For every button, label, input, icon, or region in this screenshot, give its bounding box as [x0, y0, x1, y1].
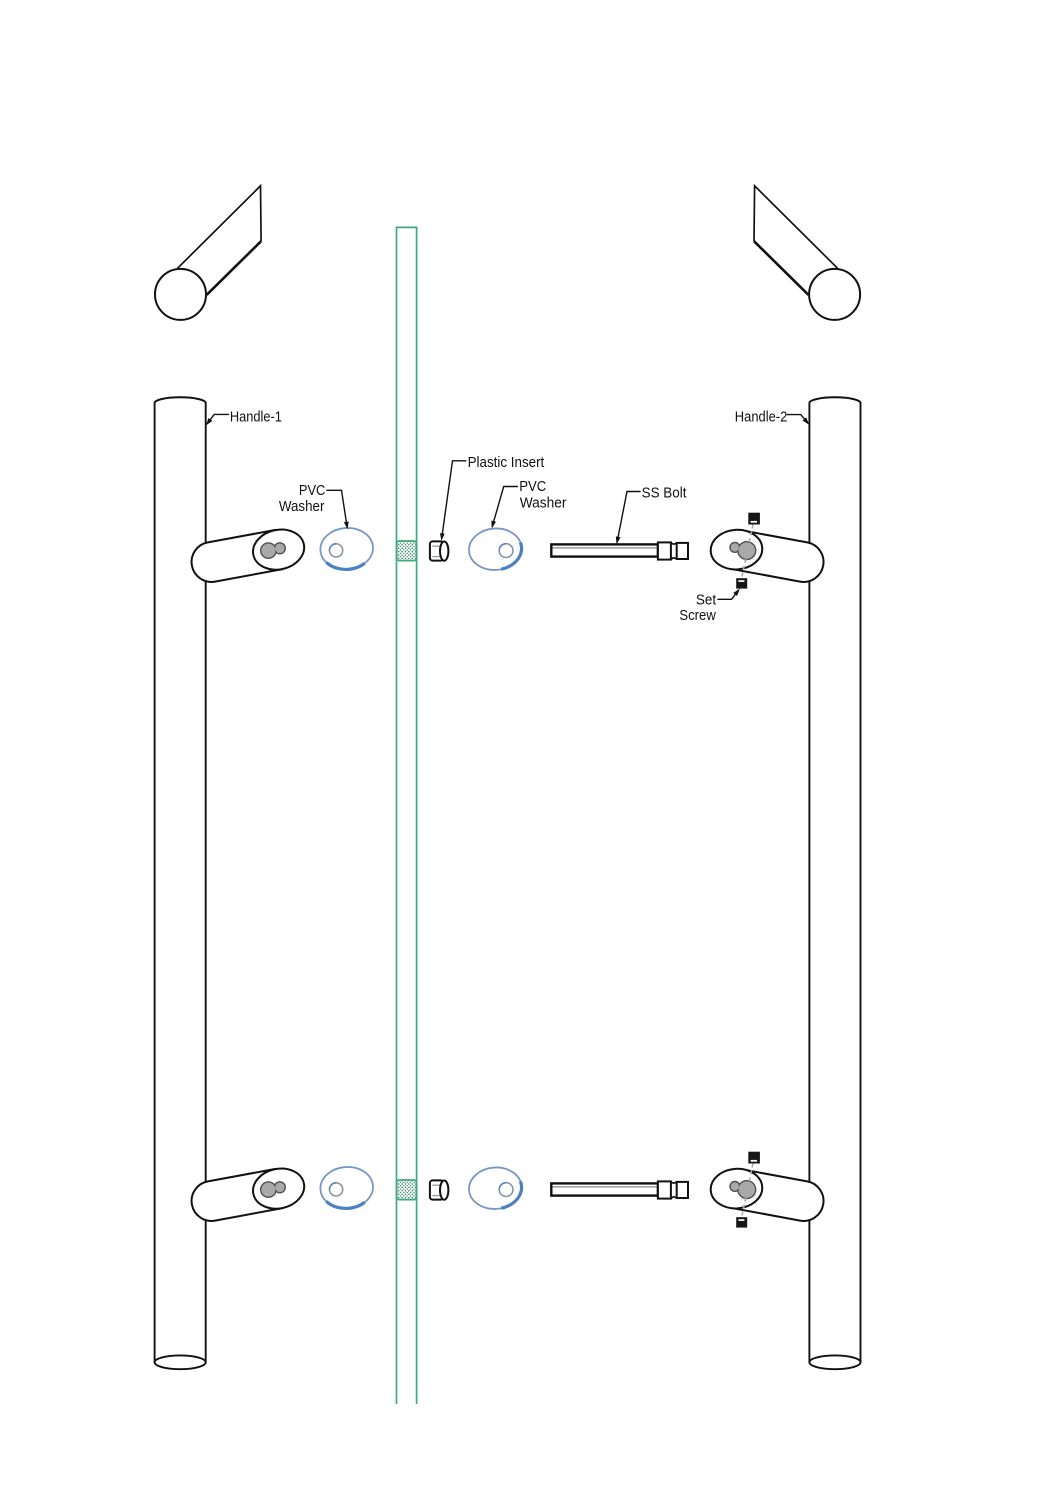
svg-text:Washer: Washer [520, 494, 567, 511]
svg-text:Washer: Washer [279, 498, 325, 515]
svg-text:SS Bolt: SS Bolt [642, 485, 688, 502]
svg-text:PVC: PVC [519, 478, 546, 495]
svg-text:Plastic Insert: Plastic Insert [468, 454, 545, 471]
svg-text:Set: Set [696, 592, 717, 609]
svg-text:Handle-2: Handle-2 [735, 408, 788, 425]
svg-text:Handle-1: Handle-1 [230, 408, 282, 425]
svg-text:PVC: PVC [299, 482, 326, 499]
svg-text:Screw: Screw [679, 607, 716, 624]
